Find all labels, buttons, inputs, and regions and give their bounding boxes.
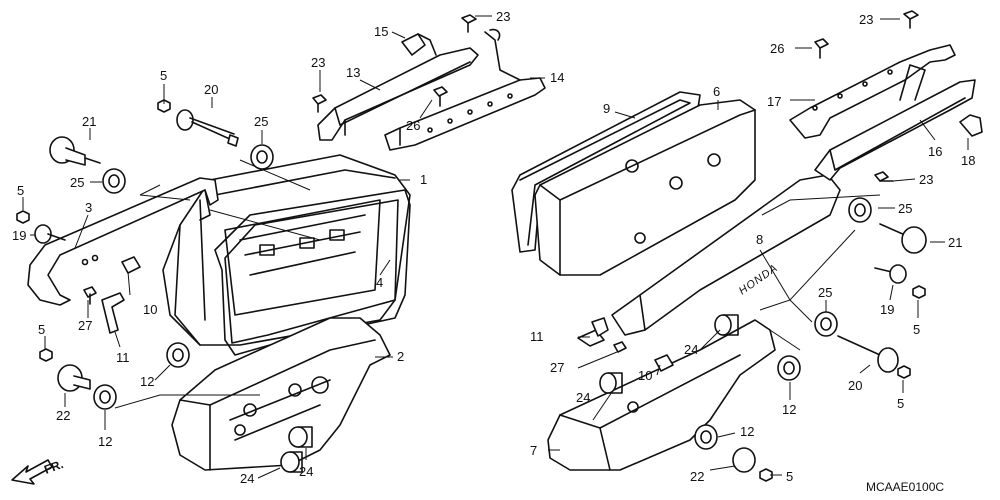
callout-11: 11 bbox=[530, 329, 544, 344]
callout-5: 5 bbox=[786, 469, 793, 484]
callout-10: 10 bbox=[638, 368, 652, 383]
callout-20: 20 bbox=[848, 378, 862, 393]
callout-5: 5 bbox=[17, 183, 24, 198]
direction-label: FR. bbox=[42, 457, 65, 477]
hardware-left bbox=[16, 99, 313, 473]
part-lower-cover-left bbox=[171, 317, 391, 471]
callout-22: 22 bbox=[690, 469, 704, 484]
front-direction-arrow: FR. bbox=[11, 457, 65, 485]
callout-22: 22 bbox=[56, 408, 70, 423]
callout-26: 26 bbox=[770, 41, 784, 56]
callout-6: 6 bbox=[713, 84, 720, 99]
callout-8: 8 bbox=[756, 232, 763, 247]
callout-21: 21 bbox=[82, 114, 96, 129]
part-cap-18 bbox=[959, 114, 983, 137]
callout-27: 27 bbox=[78, 318, 92, 333]
callout-21: 21 bbox=[948, 235, 962, 250]
diagram-code: MCAAE0100C bbox=[866, 480, 944, 494]
callout-23: 23 bbox=[311, 55, 325, 70]
callout-15: 15 bbox=[374, 24, 388, 39]
callout-5: 5 bbox=[897, 396, 904, 411]
callout-17: 17 bbox=[767, 94, 781, 109]
callout-10: 10 bbox=[143, 302, 157, 317]
callout-5: 5 bbox=[38, 322, 45, 337]
callout-23: 23 bbox=[919, 172, 933, 187]
callout-12: 12 bbox=[740, 424, 754, 439]
callout-25: 25 bbox=[254, 114, 268, 129]
part-upper-cover-right bbox=[534, 99, 756, 276]
callout-5: 5 bbox=[160, 68, 167, 83]
callout-14: 14 bbox=[550, 70, 564, 85]
part-upper-cover-left bbox=[162, 154, 411, 346]
hardware-right bbox=[577, 10, 927, 482]
leaders-right bbox=[548, 18, 969, 476]
callout-23: 23 bbox=[496, 9, 510, 24]
callout-11: 11 bbox=[116, 350, 130, 365]
callout-labels: 5 20 21 25 25 5 3 19 10 27 5 11 22 12 12… bbox=[12, 9, 975, 486]
part-clip-15 bbox=[401, 33, 437, 56]
callout-24: 24 bbox=[240, 471, 254, 486]
callout-2: 2 bbox=[397, 349, 404, 364]
callout-12: 12 bbox=[140, 374, 154, 389]
callout-23: 23 bbox=[859, 12, 873, 27]
callout-4: 4 bbox=[376, 275, 383, 290]
callout-16: 16 bbox=[928, 144, 942, 159]
callout-20: 20 bbox=[204, 82, 218, 97]
callout-7: 7 bbox=[530, 443, 537, 458]
callout-12: 12 bbox=[98, 434, 112, 449]
callout-27: 27 bbox=[550, 360, 564, 375]
part-bracket-17 bbox=[789, 44, 956, 139]
callout-24: 24 bbox=[684, 342, 698, 357]
callout-3: 3 bbox=[85, 200, 92, 215]
callout-25: 25 bbox=[70, 175, 84, 190]
part-handle-13 bbox=[317, 47, 479, 141]
part-gasket-left bbox=[214, 189, 411, 356]
callout-24: 24 bbox=[299, 464, 313, 479]
callout-9: 9 bbox=[603, 101, 610, 116]
hardware-top bbox=[312, 14, 477, 113]
emblem-text: HONDA bbox=[737, 262, 781, 297]
callout-26: 26 bbox=[406, 118, 420, 133]
callout-18: 18 bbox=[961, 153, 975, 168]
callout-25: 25 bbox=[898, 201, 912, 216]
callout-25: 25 bbox=[818, 285, 832, 300]
part-bracket-left bbox=[27, 177, 219, 306]
callout-24: 24 bbox=[576, 390, 590, 405]
leaders-left bbox=[22, 84, 410, 479]
callout-1: 1 bbox=[420, 172, 427, 187]
leaders-top bbox=[319, 15, 545, 119]
part-bracket-14 bbox=[384, 28, 546, 151]
callout-5: 5 bbox=[913, 322, 920, 337]
callout-19: 19 bbox=[880, 302, 894, 317]
callout-13: 13 bbox=[346, 65, 360, 80]
callout-12: 12 bbox=[782, 402, 796, 417]
callout-19: 19 bbox=[12, 228, 26, 243]
